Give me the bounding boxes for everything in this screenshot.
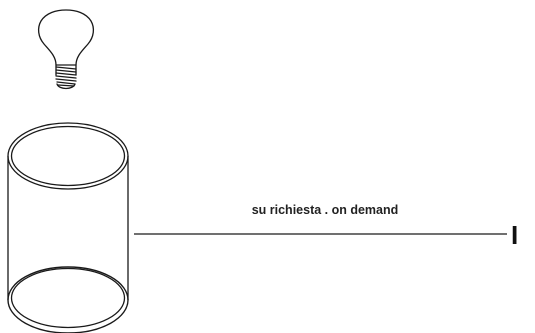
cylinder-bottom-inner [10,267,126,329]
bulb-glass [37,9,95,66]
glass-cylinder-shade [7,122,129,333]
cylinder-top-outer [7,122,129,190]
bulb-base [55,64,77,90]
dimension-marker: I [511,220,519,250]
cylinder-bottom-outer [7,266,129,333]
cylinder-top-inner [10,125,126,187]
light-bulb-icon [37,9,95,90]
dimension-label: su richiesta . on demand [251,203,399,217]
